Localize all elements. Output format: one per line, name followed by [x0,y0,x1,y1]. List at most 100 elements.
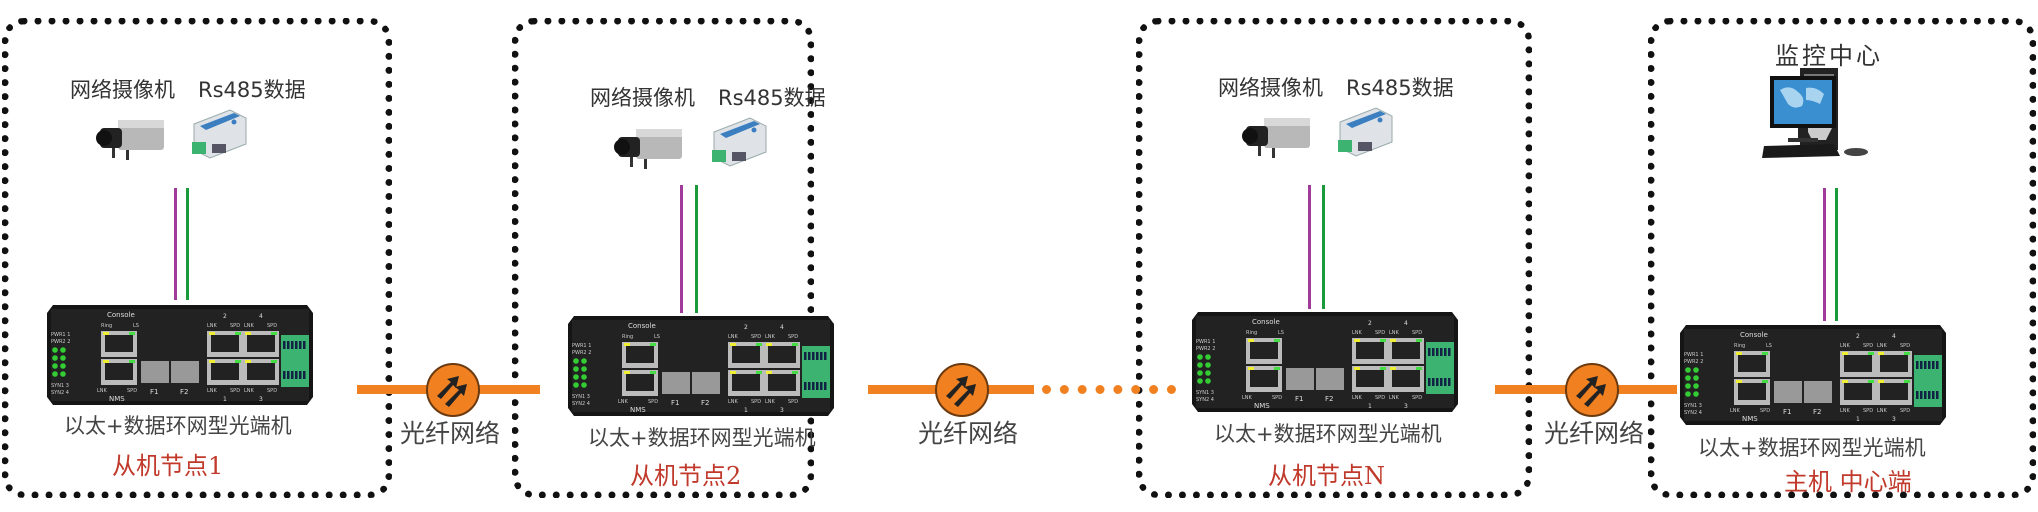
ls-label: LS [133,323,139,329]
nms-label: NMS [1742,415,1758,423]
rj45-port-icon [1352,366,1388,392]
fiber-network-label: 光纤网络 [918,419,1019,448]
rj45-port-icon [1840,379,1876,405]
port-4-label: 4 [780,324,784,331]
console-label: Console [628,322,656,330]
dotted-fiber-continuation [1042,385,1176,394]
f1-label: F1 [1295,395,1303,403]
fiber-network-icon [426,363,480,417]
port-1-label: 1 [1368,403,1372,410]
syn2-label: SYN2 4 [1196,397,1214,403]
port-3-spd-label: SPD [1900,408,1910,414]
sfp-port-f1 [662,372,690,394]
nms-label: NMS [1254,402,1270,410]
console-label: Console [1252,318,1280,326]
port-1-lnk-label: LNK [207,388,218,394]
device-label: 以太+数据环网型光端机 [1214,422,1442,446]
port-2-lnk-label: LNK [728,334,739,340]
port-4-lnk-label: LNK [1877,343,1888,349]
syn2-label: SYN2 4 [1684,410,1702,416]
camera-label: 网络摄像机 [1218,76,1323,100]
port-2-label: 2 [1856,333,1860,340]
pwr1-label: PWR1 1 [1196,339,1215,345]
ethernet-line [1308,185,1311,309]
syn1-label: SYN1 3 [572,394,590,400]
device-label: 以太+数据环网型光端机 [588,426,816,450]
fiber-network-label: 光纤网络 [1544,419,1645,448]
port-1-lnk-label: LNK [1352,395,1363,401]
master-center-box [1648,18,2036,498]
rj45-port-icon [1352,338,1388,364]
port-2-label: 2 [223,313,227,320]
fiber-network-icon [1565,363,1619,417]
rj45-port-icon [1388,338,1424,364]
f2-label: F2 [1325,395,1333,403]
syn2-label: SYN2 4 [51,390,69,396]
node-label: 从机节点1 [112,452,224,480]
port-1-label: 1 [223,396,227,403]
f2-label: F2 [180,388,188,396]
port-4-spd-label: SPD [788,334,798,340]
port-2-spd-label: SPD [1863,343,1873,349]
rj45-port-icon [764,342,800,368]
port-4-spd-label: SPD [1412,330,1422,336]
device-label: 以太+数据环网型光端机 [64,414,292,438]
rj45-port-icon [1840,351,1876,377]
f1-label: F1 [150,388,158,396]
sfp-port-f1 [141,361,169,383]
pwr1-label: PWR1 1 [51,332,70,338]
syn1-label: SYN1 3 [51,383,69,389]
rj45-port-icon [728,370,764,396]
port-2-lnk-label: LNK [1352,330,1363,336]
f2-label: F2 [701,399,709,407]
port-3-label: 3 [259,396,263,403]
monitoring-center-label: 监控中心 [1775,42,1883,70]
rs485-data-line [1835,188,1838,321]
sfp-port-f2 [1316,368,1344,390]
pwr2-label: PWR2 2 [1684,359,1703,365]
sfp-port-f2 [171,361,199,383]
syn1-label: SYN1 3 [1196,390,1214,396]
port-3-lnk-label: LNK [1389,395,1400,401]
node-label: 主机 中心端 [1784,468,1912,496]
port-2-lnk-label: LNK [207,323,218,329]
port-2-label: 2 [1368,320,1372,327]
rs485-data-line [695,185,698,313]
rj45-port-icon [1734,351,1770,377]
port-1-label: 1 [1856,416,1860,423]
nms-lnk-label: LNK [618,399,629,405]
rj45-port-icon [764,370,800,396]
nms-spd-label: SPD [648,399,658,405]
slave-node-2-box [512,18,814,498]
rj45-port-icon [243,331,279,357]
ls-label: LS [654,334,660,340]
rj45-port-icon [207,359,243,385]
pwr1-label: PWR1 1 [1684,352,1703,358]
camera-label: 网络摄像机 [590,86,695,110]
rs485-converter-icon [1338,107,1393,157]
ls-label: LS [1766,343,1772,349]
port-3-label: 3 [1404,403,1408,410]
port-4-lnk-label: LNK [1389,330,1400,336]
nms-label: NMS [630,406,646,414]
port-4-spd-label: SPD [1900,343,1910,349]
pwr1-label: PWR1 1 [572,343,591,349]
port-3-spd-label: SPD [1412,395,1422,401]
ls-label: LS [1278,330,1284,336]
rj45-port-icon [622,370,658,396]
rs485-data-line [1322,185,1325,309]
syn1-label: SYN1 3 [1684,403,1702,409]
port-1-spd-label: SPD [1863,408,1873,414]
port-4-lnk-label: LNK [244,323,255,329]
rj45-port-icon [622,342,658,368]
sfp-port-f2 [692,372,720,394]
nms-lnk-label: LNK [97,388,108,394]
port-1-spd-label: SPD [1375,395,1385,401]
sfp-port-f1 [1774,381,1802,403]
f1-label: F1 [671,399,679,407]
rs485-converter-icon [192,109,247,159]
nms-spd-label: SPD [1272,395,1282,401]
